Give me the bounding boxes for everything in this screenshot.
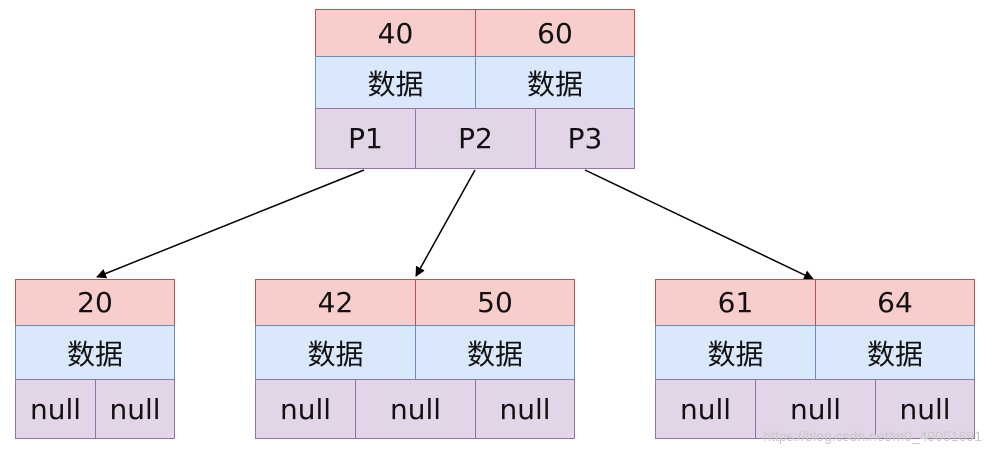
middle-key-2: 50 — [415, 279, 575, 326]
root-pointer-p3: P3 — [535, 108, 635, 169]
left-key-1: 20 — [15, 279, 175, 326]
right-pointer-3: null — [875, 379, 975, 439]
middle-data-1: 数据 — [255, 325, 416, 380]
right-key-1: 61 — [655, 279, 816, 326]
right-data-1: 数据 — [655, 325, 816, 380]
right-key-2: 64 — [815, 279, 975, 326]
right-data-2: 数据 — [815, 325, 975, 380]
root-key-2: 60 — [475, 9, 635, 57]
root-pointer-p1: P1 — [315, 108, 416, 169]
middle-pointer-1: null — [255, 379, 356, 439]
left-pointer-2: null — [95, 379, 175, 439]
edge-p1-to-left — [96, 169, 365, 279]
edge-p3-to-right — [584, 169, 814, 280]
right-pointer-1: null — [655, 379, 756, 439]
left-pointer-1: null — [15, 379, 96, 439]
middle-key-1: 42 — [255, 279, 416, 326]
left-data-1: 数据 — [15, 325, 175, 380]
root-data-2: 数据 — [475, 56, 635, 109]
edge-p2-to-middle — [415, 169, 476, 277]
root-pointer-p2: P2 — [415, 108, 536, 169]
root-data-1: 数据 — [315, 56, 476, 109]
watermark: https://blog.csdn.net/m0_49051691 — [763, 428, 982, 444]
middle-pointer-3: null — [475, 379, 575, 439]
middle-pointer-2: null — [355, 379, 476, 439]
middle-data-2: 数据 — [415, 325, 575, 380]
right-pointer-2: null — [755, 379, 876, 439]
root-key-1: 40 — [315, 9, 476, 57]
